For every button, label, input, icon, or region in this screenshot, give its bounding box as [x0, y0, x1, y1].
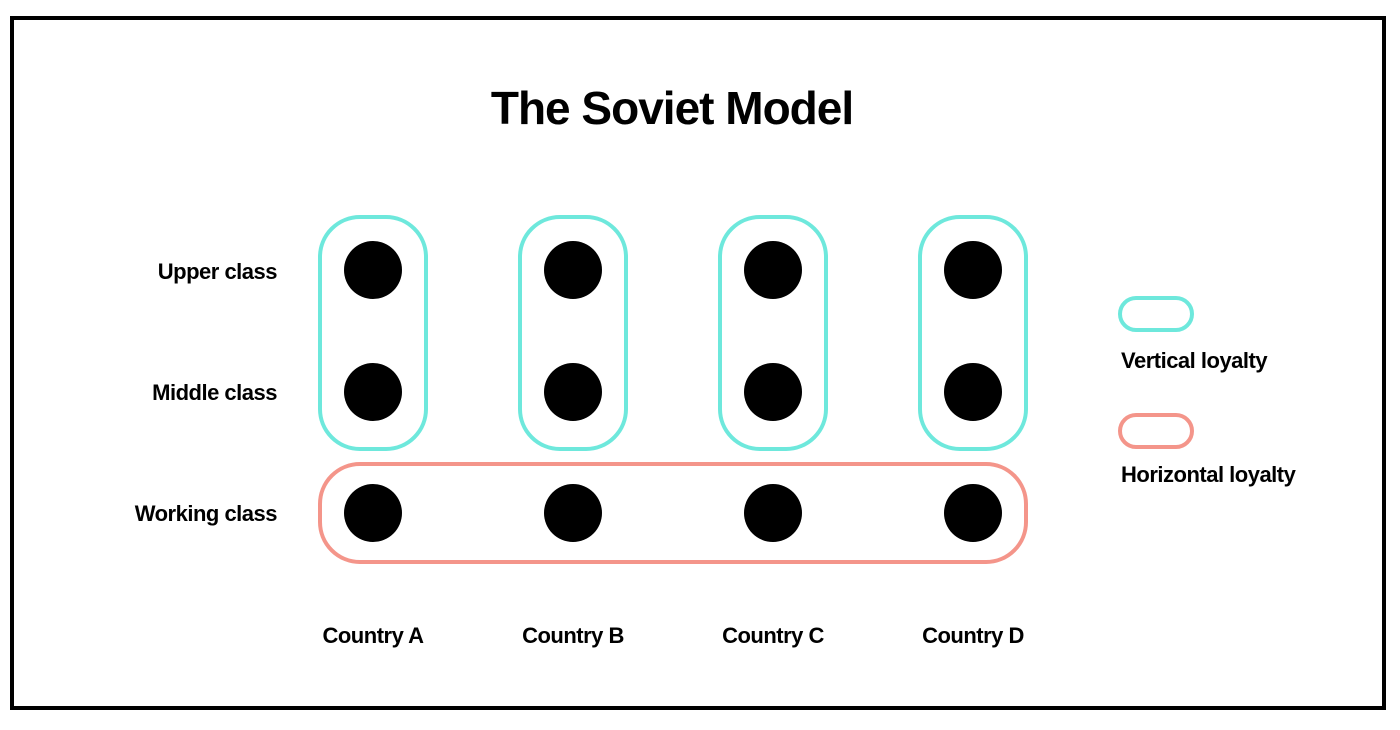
legend-vertical-loyalty-label: Vertical loyalty: [1121, 348, 1268, 373]
dot-middle-class-country-c: [744, 363, 802, 421]
row-label-middle-class: Middle class: [152, 380, 277, 405]
dot-middle-class-country-b: [544, 363, 602, 421]
dot-upper-class-country-d: [944, 241, 1002, 299]
legend-horizontal-loyalty-swatch: [1118, 413, 1194, 449]
column-label-country-b: Country B: [522, 623, 624, 648]
dot-upper-class-country-a: [344, 241, 402, 299]
dot-working-class-country-d: [944, 484, 1002, 542]
diagram-title: The Soviet Model: [491, 82, 853, 134]
outer-frame: [10, 16, 1386, 710]
dot-upper-class-country-c: [744, 241, 802, 299]
row-label-upper-class: Upper class: [158, 259, 277, 284]
horizontal-loyalty-group-working-class: [318, 462, 1028, 564]
column-label-country-d: Country D: [922, 623, 1024, 648]
vertical-loyalty-group-country-d: [918, 215, 1028, 451]
dot-working-class-country-c: [744, 484, 802, 542]
dots-working-class: [344, 484, 1002, 542]
dot-working-class-country-a: [344, 484, 402, 542]
column-label-country-a: Country A: [322, 623, 424, 648]
dot-upper-class-country-b: [544, 241, 602, 299]
vertical-loyalty-groups: [318, 215, 1028, 451]
vertical-loyalty-group-country-a: [318, 215, 428, 451]
dots-upper-class: [344, 241, 1002, 299]
legend-horizontal-loyalty-label: Horizontal loyalty: [1121, 462, 1297, 487]
vertical-loyalty-group-country-b: [518, 215, 628, 451]
row-label-working-class: Working class: [135, 501, 278, 526]
dot-middle-class-country-a: [344, 363, 402, 421]
dot-middle-class-country-d: [944, 363, 1002, 421]
dots-middle-class: [344, 363, 1002, 421]
legend-vertical-loyalty-swatch: [1118, 296, 1194, 332]
legend: Vertical loyalty Horizontal loyalty: [1118, 296, 1297, 487]
vertical-loyalty-group-country-c: [718, 215, 828, 451]
column-label-country-c: Country C: [722, 623, 824, 648]
dot-working-class-country-b: [544, 484, 602, 542]
